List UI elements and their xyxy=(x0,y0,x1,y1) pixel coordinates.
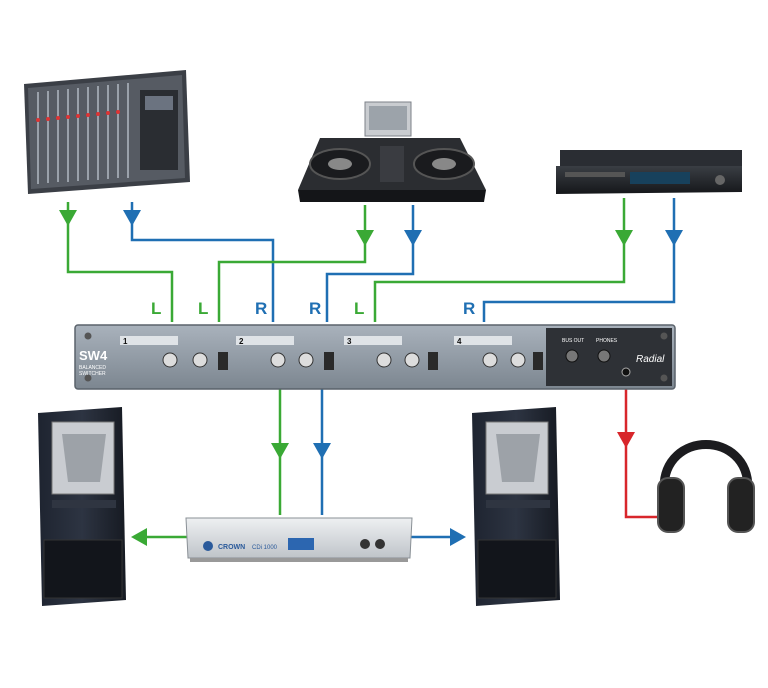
channel-labels: L L R R L R xyxy=(151,299,475,318)
speaker-right xyxy=(472,407,560,606)
speaker-left xyxy=(38,407,126,606)
arrow-headphones xyxy=(617,432,635,448)
rack-screw-icon xyxy=(84,374,92,382)
arrow-dvd-left xyxy=(615,230,633,246)
arrow-out-right xyxy=(313,443,331,459)
label-right-3: R xyxy=(463,299,475,318)
arrow-speaker-right xyxy=(450,528,466,546)
switcher-subtitle-2: SWITCHER xyxy=(79,371,106,377)
cable-headphones xyxy=(624,385,668,519)
power-icon xyxy=(203,541,213,551)
cable-dvd-right xyxy=(482,198,676,322)
power-amplifier: CROWN CDi 1000 xyxy=(185,517,413,562)
arrow-mixer-left xyxy=(59,210,77,226)
amp-brand: CROWN xyxy=(218,544,245,551)
label-right-1: R xyxy=(255,299,267,318)
label-left-2: L xyxy=(198,299,208,318)
arrow-speaker-left xyxy=(131,528,147,546)
channel-2-label: 2 xyxy=(239,337,244,346)
arrow-mixer-right xyxy=(123,210,141,226)
mixer-icon xyxy=(24,70,190,194)
channel-3-label: 3 xyxy=(347,337,352,346)
channel-1-label: 1 xyxy=(123,337,128,346)
switcher-brand: SW4 xyxy=(79,348,108,363)
switcher-maker: Radial xyxy=(636,354,665,365)
rack-screw-icon xyxy=(84,332,92,340)
balanced-switcher: SW4 BALANCED SWITCHER 1 2 3 4 BUS OUT PH… xyxy=(74,324,676,390)
headphones-icon xyxy=(657,440,755,533)
arrow-dj-right xyxy=(404,230,422,246)
rack-screw-icon xyxy=(660,374,668,382)
dvd-player-icon xyxy=(556,150,742,194)
dj-controller-icon xyxy=(298,101,486,202)
label-left-3: L xyxy=(354,299,364,318)
phones-jack-icon xyxy=(621,367,631,377)
switcher-subtitle-1: BALANCED xyxy=(79,365,106,371)
arrow-dvd-right xyxy=(665,230,683,246)
arrow-dj-left xyxy=(356,230,374,246)
bus-out-label: BUS OUT xyxy=(562,338,584,344)
label-right-2: R xyxy=(309,299,321,318)
amp-model: CDi 1000 xyxy=(252,545,278,551)
rack-screw-icon xyxy=(660,332,668,340)
cable-dj-left xyxy=(217,205,367,322)
phones-label: PHONES xyxy=(596,338,618,344)
arrow-out-left xyxy=(271,443,289,459)
cables xyxy=(59,198,683,546)
cable-mixer-left xyxy=(66,202,174,322)
label-left-1: L xyxy=(151,299,161,318)
cable-dj-right xyxy=(325,205,415,322)
channel-4-label: 4 xyxy=(457,337,462,346)
